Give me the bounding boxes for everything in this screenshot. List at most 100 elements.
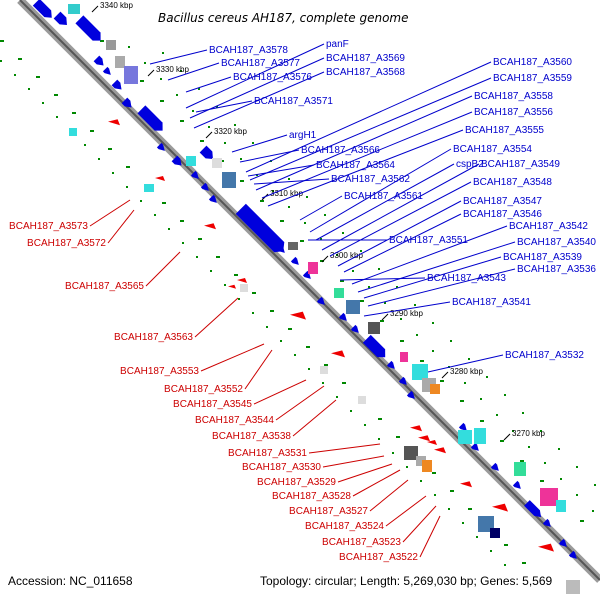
gene-label-forward: BCAH187_A3542 [509, 221, 588, 232]
gc-dot [450, 340, 452, 342]
reverse-gene-arrow [331, 350, 345, 358]
gc-dot [252, 292, 256, 294]
gc-dot [420, 360, 424, 362]
gc-dot [176, 94, 178, 96]
gc-dot [180, 120, 184, 122]
forward-gene-arrow [276, 244, 285, 253]
gc-dot [580, 520, 584, 522]
reverse-gene-arrow [418, 435, 430, 442]
feature-box [358, 396, 366, 404]
label-leader-line [193, 71, 325, 129]
gc-dot [154, 214, 156, 216]
reverse-gene-arrow [460, 481, 472, 488]
gene-label-forward: BCAH187_A3571 [254, 96, 333, 107]
gc-dot [432, 322, 434, 324]
forward-gene-arrow [53, 11, 67, 25]
gc-dot [198, 88, 200, 90]
gc-dot [522, 562, 526, 564]
gc-dot [468, 358, 470, 360]
forward-gene-arrow [190, 170, 199, 179]
gene-label-reverse: BCAH187_A3522 [339, 552, 418, 563]
gene-label-forward: BCAH187_A3560 [493, 57, 572, 68]
label-leader-line [343, 213, 462, 273]
gc-dot [392, 452, 394, 454]
gc-dot [280, 220, 284, 222]
feature-box [474, 428, 486, 444]
reverse-gene-track [108, 119, 554, 552]
gc-dot [320, 260, 324, 262]
gc-dot [480, 420, 484, 422]
label-leader-line [309, 148, 452, 233]
feature-boxes [68, 4, 580, 594]
gene-label-forward: cspB2 [456, 159, 484, 170]
gc-dot [238, 298, 240, 300]
gene-labels-reverse: BCAH187_A3573BCAH187_A3572BCAH187_A3565B… [9, 199, 441, 563]
forward-gene-arrow [156, 142, 165, 151]
gene-label-forward: BCAH187_A3543 [427, 273, 506, 284]
gene-label-reverse: BCAH187_A3538 [212, 431, 291, 442]
gc-dot [520, 460, 524, 462]
gc-dot [340, 280, 344, 282]
label-leader-line [255, 95, 473, 191]
label-leader-line [275, 385, 325, 421]
gene-label-reverse: BCAH187_A3523 [322, 537, 401, 548]
gc-dot [234, 124, 236, 126]
label-leader-line [308, 443, 381, 454]
label-leader-line [145, 251, 181, 287]
gc-dot [56, 116, 58, 118]
gene-label-forward: BCAH187_A3561 [344, 191, 423, 202]
gc-dot [512, 430, 514, 432]
gc-dot [540, 480, 544, 482]
gc-dot [396, 436, 400, 438]
gc-dot [180, 70, 182, 72]
gene-label-forward: BCAH187_A3578 [209, 45, 288, 56]
gc-dot [90, 130, 94, 132]
gc-dot [504, 544, 508, 546]
forward-gene-arrow [102, 66, 111, 75]
gc-dot [180, 220, 184, 222]
gc-dot [576, 494, 578, 496]
gc-dot [306, 346, 310, 348]
feature-box [458, 430, 472, 444]
gene-label-forward: panF [326, 39, 349, 50]
gc-dot [266, 326, 268, 328]
gc-dot [464, 382, 466, 384]
gc-dot [100, 40, 104, 42]
gc-dot [396, 286, 398, 288]
forward-gene-arrow [199, 145, 213, 159]
gc-dot [200, 140, 204, 142]
label-leader-line [352, 469, 401, 497]
label-leader-line [321, 163, 480, 251]
gc-dot [540, 430, 542, 432]
gene-label-reverse: BCAH187_A3527 [289, 506, 368, 517]
kbp-tick [147, 69, 155, 77]
kbp-tick-label: 3330 kbp [156, 65, 189, 74]
gc-dot [0, 40, 4, 42]
kbp-tick [321, 255, 329, 263]
feature-box [124, 66, 138, 84]
gene-label-reverse: BCAH187_A3528 [272, 491, 351, 502]
gc-dot [432, 472, 436, 474]
label-leader-line [367, 268, 516, 307]
feature-box [240, 284, 248, 292]
gc-dot [468, 508, 472, 510]
kbp-tick-label: 3270 kbp [512, 429, 545, 438]
feature-box [556, 500, 566, 512]
gc-dot [576, 466, 578, 468]
gc-dot [558, 448, 560, 450]
gc-dot [72, 112, 76, 114]
label-leader-line [89, 199, 131, 227]
gc-dot [304, 222, 306, 224]
gc-dot [384, 302, 386, 304]
gc-dot [216, 106, 218, 108]
label-leader-line [107, 209, 135, 244]
label-leader-line [385, 495, 427, 527]
forward-gene-arrow [200, 182, 209, 191]
gc-dot [240, 158, 242, 160]
gc-dot [54, 94, 58, 96]
gene-label-forward: BCAH187_A3562 [331, 174, 410, 185]
gc-dot [98, 158, 100, 160]
gene-label-forward: BCAH187_A3548 [473, 177, 552, 188]
forward-gene-arrow [75, 15, 101, 41]
gc-dot [342, 232, 344, 234]
